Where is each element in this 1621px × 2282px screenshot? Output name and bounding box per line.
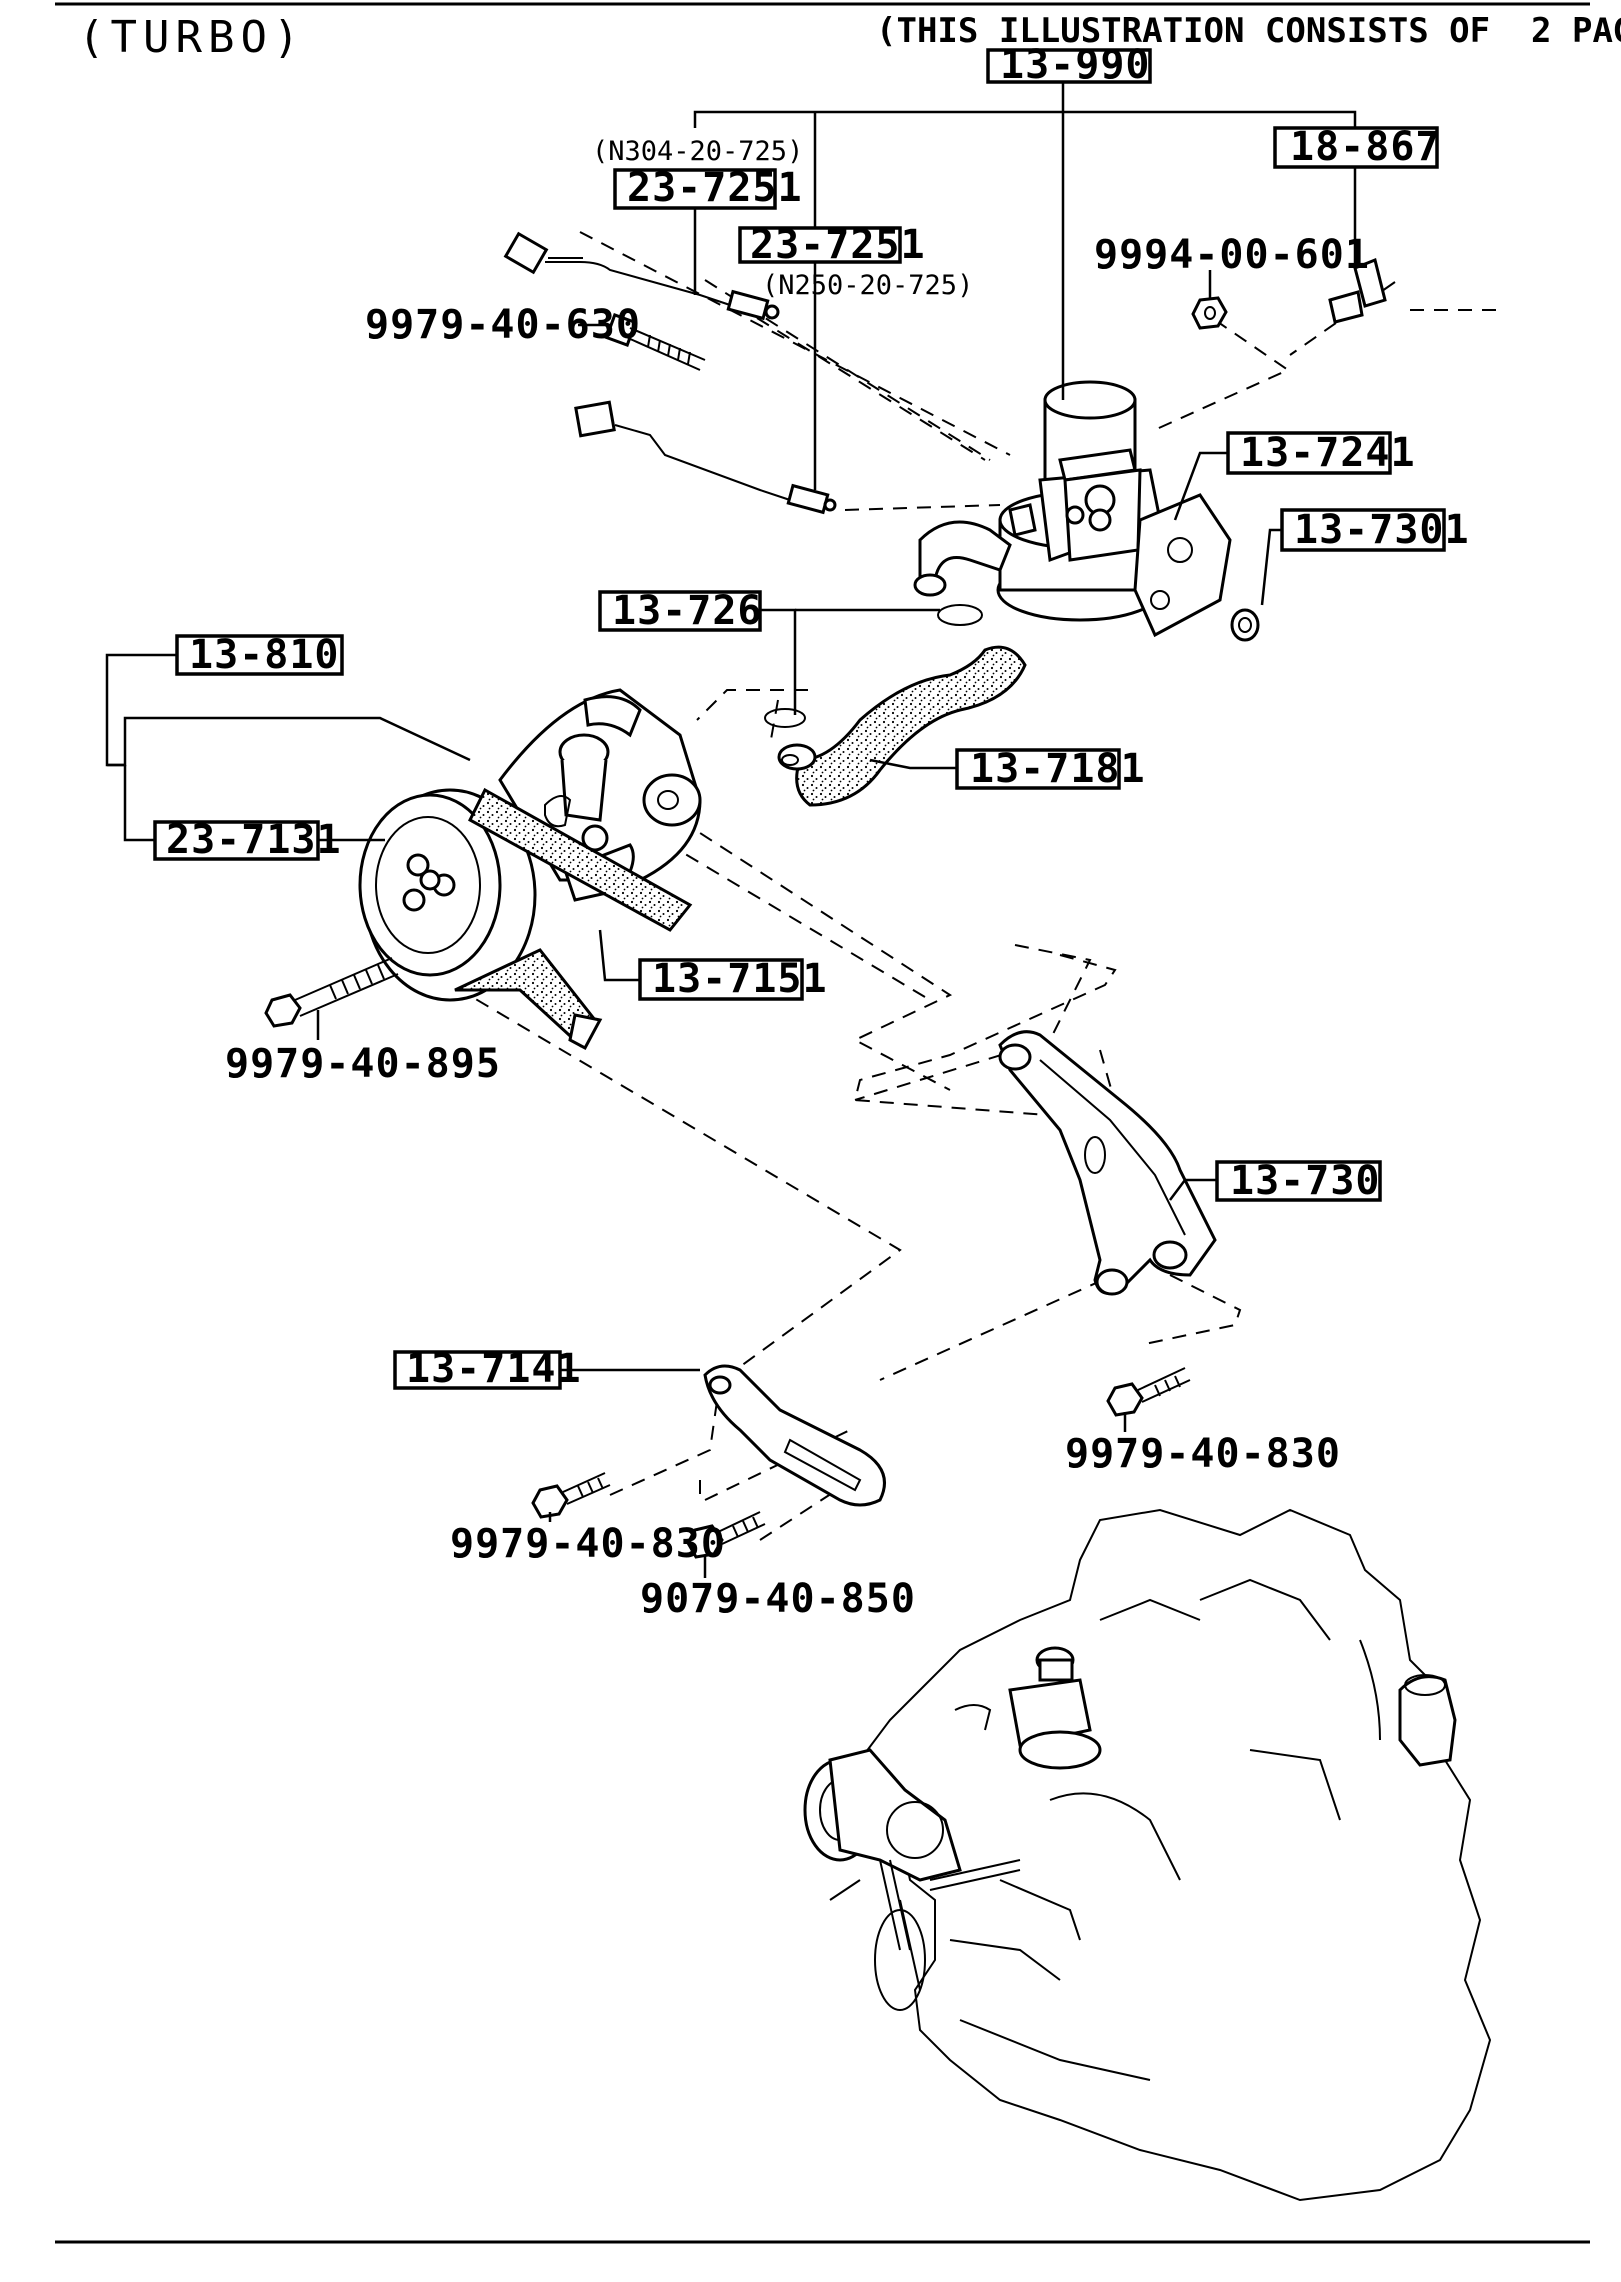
callout-box-13-7181 bbox=[955, 748, 1121, 790]
callout-23-7251-upper: 23-7251 bbox=[627, 165, 803, 211]
nut-hole bbox=[1238, 617, 1252, 633]
callout-9994-00-601: 9994-00-601 bbox=[1094, 232, 1370, 278]
leader-lines bbox=[105, 82, 1357, 1578]
callout-13-7141: 13-7141 bbox=[406, 1346, 582, 1392]
callout-13-810: 13-810 bbox=[189, 632, 340, 678]
callout-9979-40-630: 9979-40-630 bbox=[365, 302, 641, 348]
sensor-upper-23-7251 bbox=[503, 231, 780, 321]
callout-23-7251-lower-subnumber: (N250-20-725) bbox=[762, 270, 973, 301]
sensor-lower-23-7251 bbox=[574, 400, 837, 515]
callout-box-23-7251-lower bbox=[738, 226, 902, 264]
callout-box-18-867 bbox=[1273, 126, 1439, 169]
callout-box-13-726 bbox=[598, 590, 762, 632]
callout-9079-40-850: 9079-40-850 bbox=[640, 1576, 916, 1622]
callout-box-23-7251-upper bbox=[613, 168, 777, 210]
clip-18-867 bbox=[1328, 257, 1387, 324]
callout-13-730: 13-730 bbox=[1230, 1158, 1381, 1204]
callout-13-7181: 13-7181 bbox=[970, 746, 1146, 792]
callout-18-867: 18-867 bbox=[1290, 124, 1441, 170]
callout-box-13-990 bbox=[986, 48, 1152, 84]
nut-13-7301 bbox=[1230, 608, 1260, 642]
callout-9979-40-895: 9979-40-895 bbox=[225, 1041, 501, 1087]
clamp-13-726-lower bbox=[764, 708, 806, 728]
engine-overview-illustration bbox=[803, 1508, 1492, 2202]
bolt-9979-40-630 bbox=[604, 313, 706, 371]
adjust-bracket-13-7141 bbox=[703, 1364, 886, 1507]
callout-box-13-730 bbox=[1215, 1160, 1382, 1202]
pump-assembly-13-810 bbox=[358, 688, 702, 1002]
callout-13-7151: 13-7151 bbox=[652, 956, 828, 1002]
callout-box-13-7241 bbox=[1226, 431, 1392, 475]
bolt-9079-40-850 bbox=[686, 1511, 766, 1559]
bracket-13-730 bbox=[998, 1030, 1217, 1296]
callout-13-7301: 13-7301 bbox=[1294, 507, 1470, 553]
page-count-note: (THIS ILLUSTRATION CONSISTS OF 2 PAGES) bbox=[876, 11, 1621, 51]
callout-box-13-7151 bbox=[638, 958, 804, 1001]
control-valve-assembly bbox=[913, 380, 1164, 622]
callout-box-23-7131 bbox=[153, 820, 320, 861]
gasket-hole bbox=[1167, 537, 1193, 563]
hose-13-7181 bbox=[777, 645, 1027, 807]
callout-13-990: 13-990 bbox=[1000, 42, 1151, 88]
bolt-9979-40-830-right bbox=[1106, 1367, 1191, 1417]
callout-13-7241: 13-7241 bbox=[1240, 430, 1416, 476]
callout-23-7251-lower: 23-7251 bbox=[750, 222, 926, 268]
callout-23-7251-upper-subnumber: (N304-20-725) bbox=[592, 136, 803, 167]
valve-gasket-13-7241 bbox=[1133, 493, 1232, 638]
callout-box-13-810 bbox=[175, 634, 344, 676]
callout-box-13-7301 bbox=[1280, 508, 1446, 552]
drive-belt-13-7151 bbox=[454, 787, 693, 1051]
callout-9979-40-830-left: 9979-40-830 bbox=[450, 1521, 726, 1567]
nut-9994-00-601 bbox=[1191, 296, 1228, 330]
page-title: (TURBO) bbox=[78, 12, 305, 63]
callout-box-13-7141 bbox=[393, 1350, 562, 1390]
callout-9979-40-830-right: 9979-40-830 bbox=[1065, 1431, 1341, 1477]
callout-23-7131: 23-7131 bbox=[166, 817, 342, 863]
callout-13-726: 13-726 bbox=[612, 588, 763, 634]
gasket-hole bbox=[1150, 590, 1170, 610]
clamp-13-726-upper bbox=[937, 604, 983, 626]
bolt-9979-40-830-left bbox=[531, 1472, 611, 1519]
bolt-9979-40-895 bbox=[264, 957, 399, 1028]
